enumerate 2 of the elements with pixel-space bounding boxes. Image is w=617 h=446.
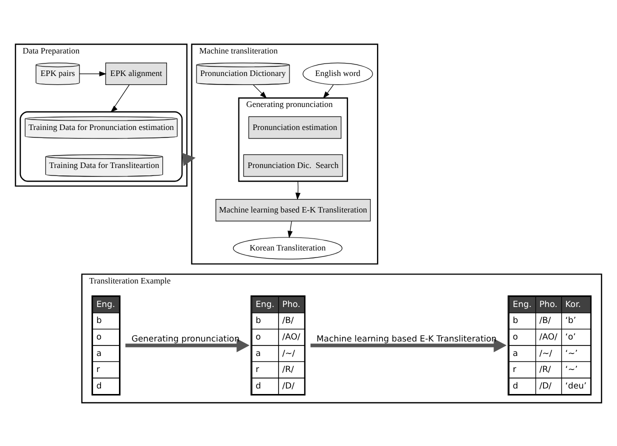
edge-label: Machine learning based E-K Transliteration: [316, 332, 497, 343]
edge-label: Generating pronunciation: [131, 332, 240, 343]
